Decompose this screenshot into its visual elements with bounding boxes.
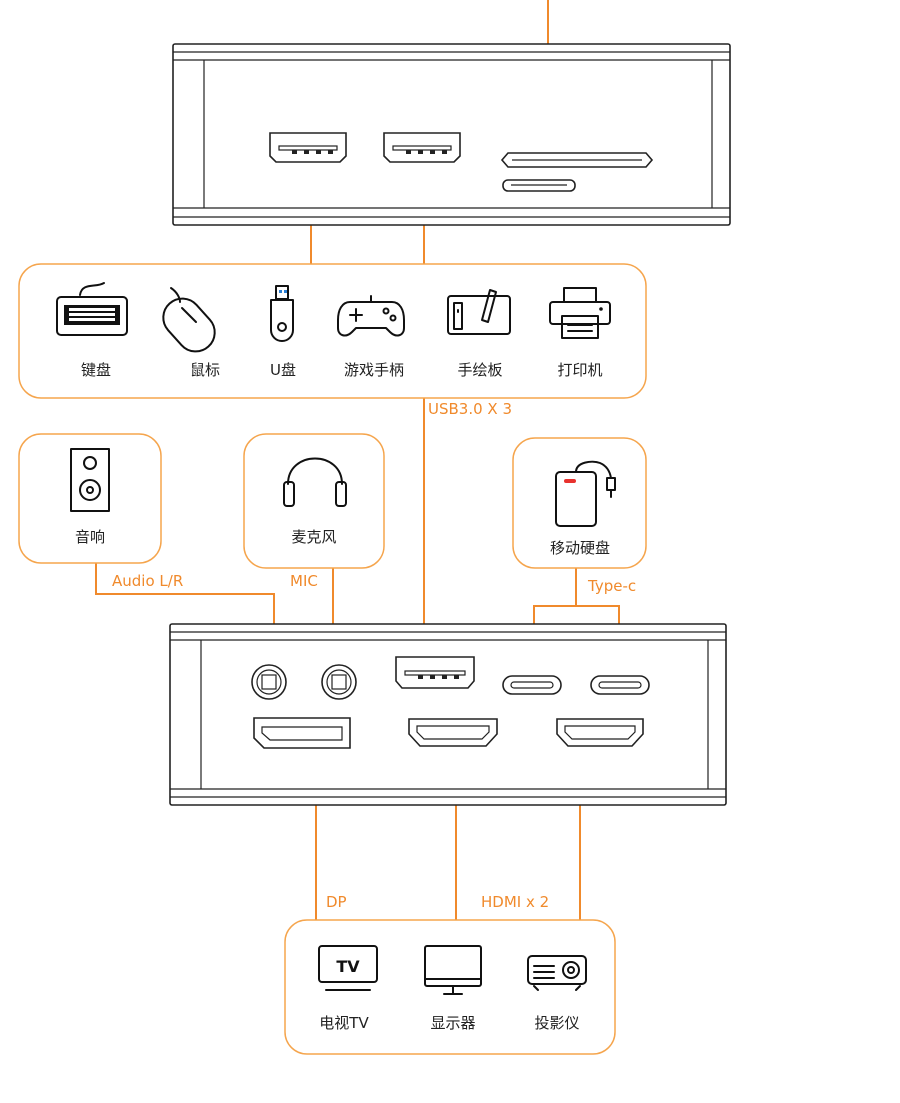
gamepad-icon — [337, 295, 405, 337]
display-device-label: 电视TV — [319, 1014, 369, 1032]
display-device-label: 投影仪 — [534, 1014, 579, 1032]
usb-a-port — [395, 656, 475, 689]
headphones-icon — [283, 457, 347, 507]
display-devices-box: TV 电视TV 显示器 投影仪 — [284, 919, 616, 1055]
mic-jack — [321, 664, 357, 700]
speaker-icon — [70, 448, 110, 512]
input-device-label: U盘 — [270, 361, 296, 379]
audio-port-label: Audio L/R — [112, 572, 183, 590]
display-device-label: 显示器 — [430, 1014, 475, 1032]
tv-icon-glyph: TV — [336, 957, 360, 976]
displayport-port — [253, 717, 351, 749]
top-device — [172, 43, 731, 226]
usb-c-port — [502, 675, 562, 695]
input-devices-box: 键盘 鼠标 U盘 游戏手柄 手绘板 打印机 — [18, 263, 647, 399]
input-device-label: 打印机 — [557, 361, 602, 379]
external-drive-icon — [555, 460, 616, 527]
dp-port-label: DP — [326, 893, 347, 911]
hdmi-port — [408, 718, 498, 747]
hdmi-port — [556, 718, 644, 747]
bottom-device — [169, 623, 727, 806]
mic-device-label: 麦克风 — [291, 528, 336, 546]
tf-card-slot — [502, 179, 576, 192]
input-device-label: 游戏手柄 — [344, 361, 404, 379]
input-device-label: 手绘板 — [457, 361, 502, 379]
audio-device-label: 音响 — [75, 528, 105, 546]
printer-icon — [549, 287, 611, 339]
storage-device-box: 移动硬盘 — [512, 437, 647, 569]
usb-drive-icon — [270, 285, 294, 342]
audio-jack — [251, 664, 287, 700]
storage-device-label: 移动硬盘 — [550, 539, 610, 557]
tv-icon: TV — [318, 945, 378, 991]
drawing-tablet-icon — [447, 289, 511, 335]
mouse-icon — [162, 287, 216, 353]
input-device-label: 键盘 — [81, 361, 111, 379]
monitor-icon — [424, 945, 482, 995]
usb-port-label: USB3.0 X 3 — [428, 400, 512, 418]
sd-card-slot — [500, 152, 654, 168]
usb-a-port — [269, 132, 347, 163]
mic-port-label: MIC — [290, 572, 318, 590]
mic-device-box: 麦克风 — [243, 433, 385, 569]
keyboard-icon — [56, 282, 128, 336]
input-device-label: 鼠标 — [190, 361, 220, 379]
audio-device-box: 音响 — [18, 433, 162, 564]
hdmi-port-label: HDMI x 2 — [481, 893, 549, 911]
projector-icon — [527, 955, 587, 991]
typec-port-label: Type-c — [587, 577, 636, 595]
usb-a-port — [383, 132, 461, 163]
usb-c-port — [590, 675, 650, 695]
